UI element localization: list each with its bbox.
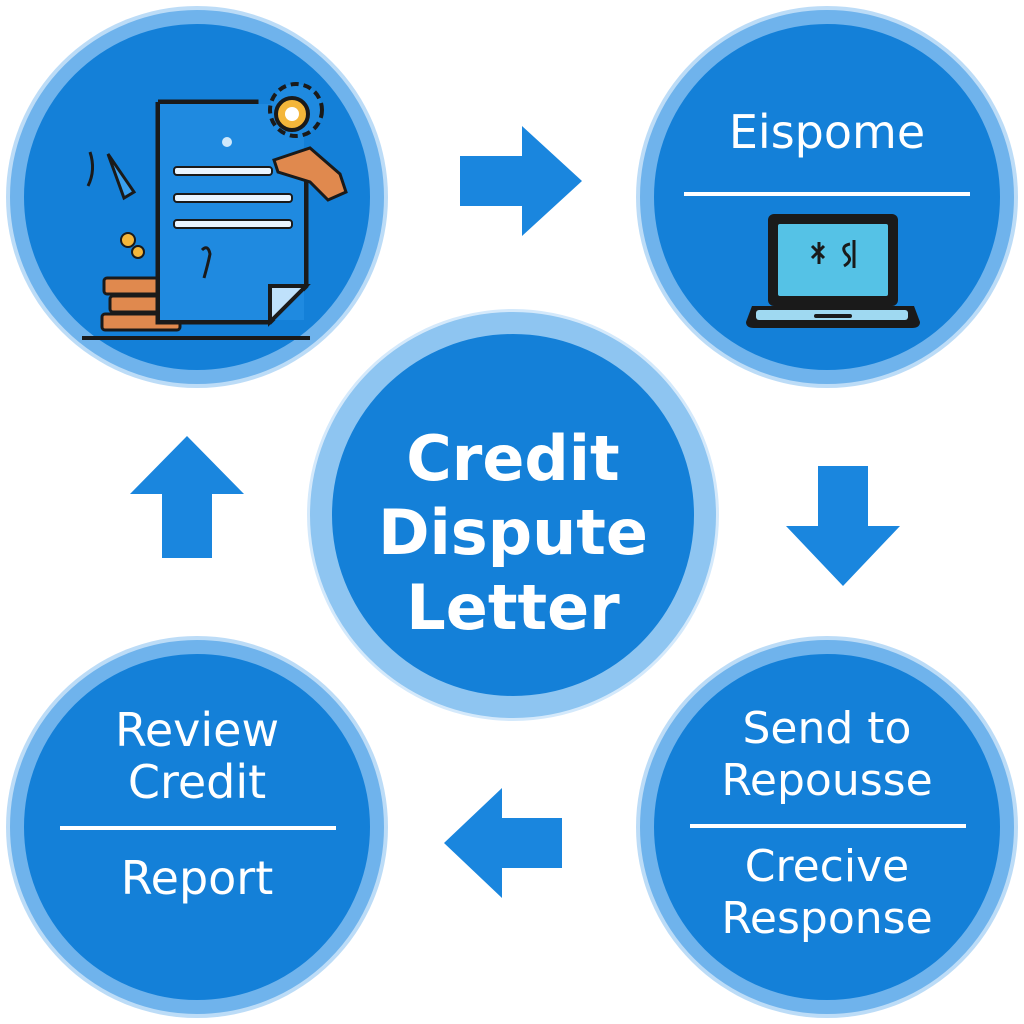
center-title-line1: Credit [406,422,620,495]
step-label-review: Review [114,703,280,757]
divider-line [684,192,970,196]
center-circle: Credit Dispute Letter [310,312,716,718]
step-circle-review: Review Credit Report [10,640,384,1014]
step-circle-send: Send to Repousse Crecive Response [640,640,1014,1014]
divider-line [690,824,966,828]
center-title-line2: Dispute [378,496,648,570]
step-label-credit: Credit [127,755,267,809]
arrow-right-icon [460,126,582,236]
arrow-left-icon [444,788,562,898]
step-label-send-to: Send to [742,703,912,754]
center-title: Credit Dispute Letter [332,422,694,645]
document-gear-hand-icon [82,82,348,340]
arrow-down-icon [786,466,900,586]
step-label-response: Response [721,893,933,944]
arrow-up-icon [130,436,244,558]
step-circle-eispome: Eispome [640,10,1014,384]
laptop-icon [746,214,920,328]
step-label-eispome: Eispome [728,105,926,159]
step-circle-document [10,10,384,384]
divider-line [60,826,336,830]
step-label-report: Report [120,851,274,905]
step-label-repousse: Repousse [721,755,933,806]
step-label-crecive: Crecive [744,841,910,892]
center-title-line3: Letter [406,570,620,644]
